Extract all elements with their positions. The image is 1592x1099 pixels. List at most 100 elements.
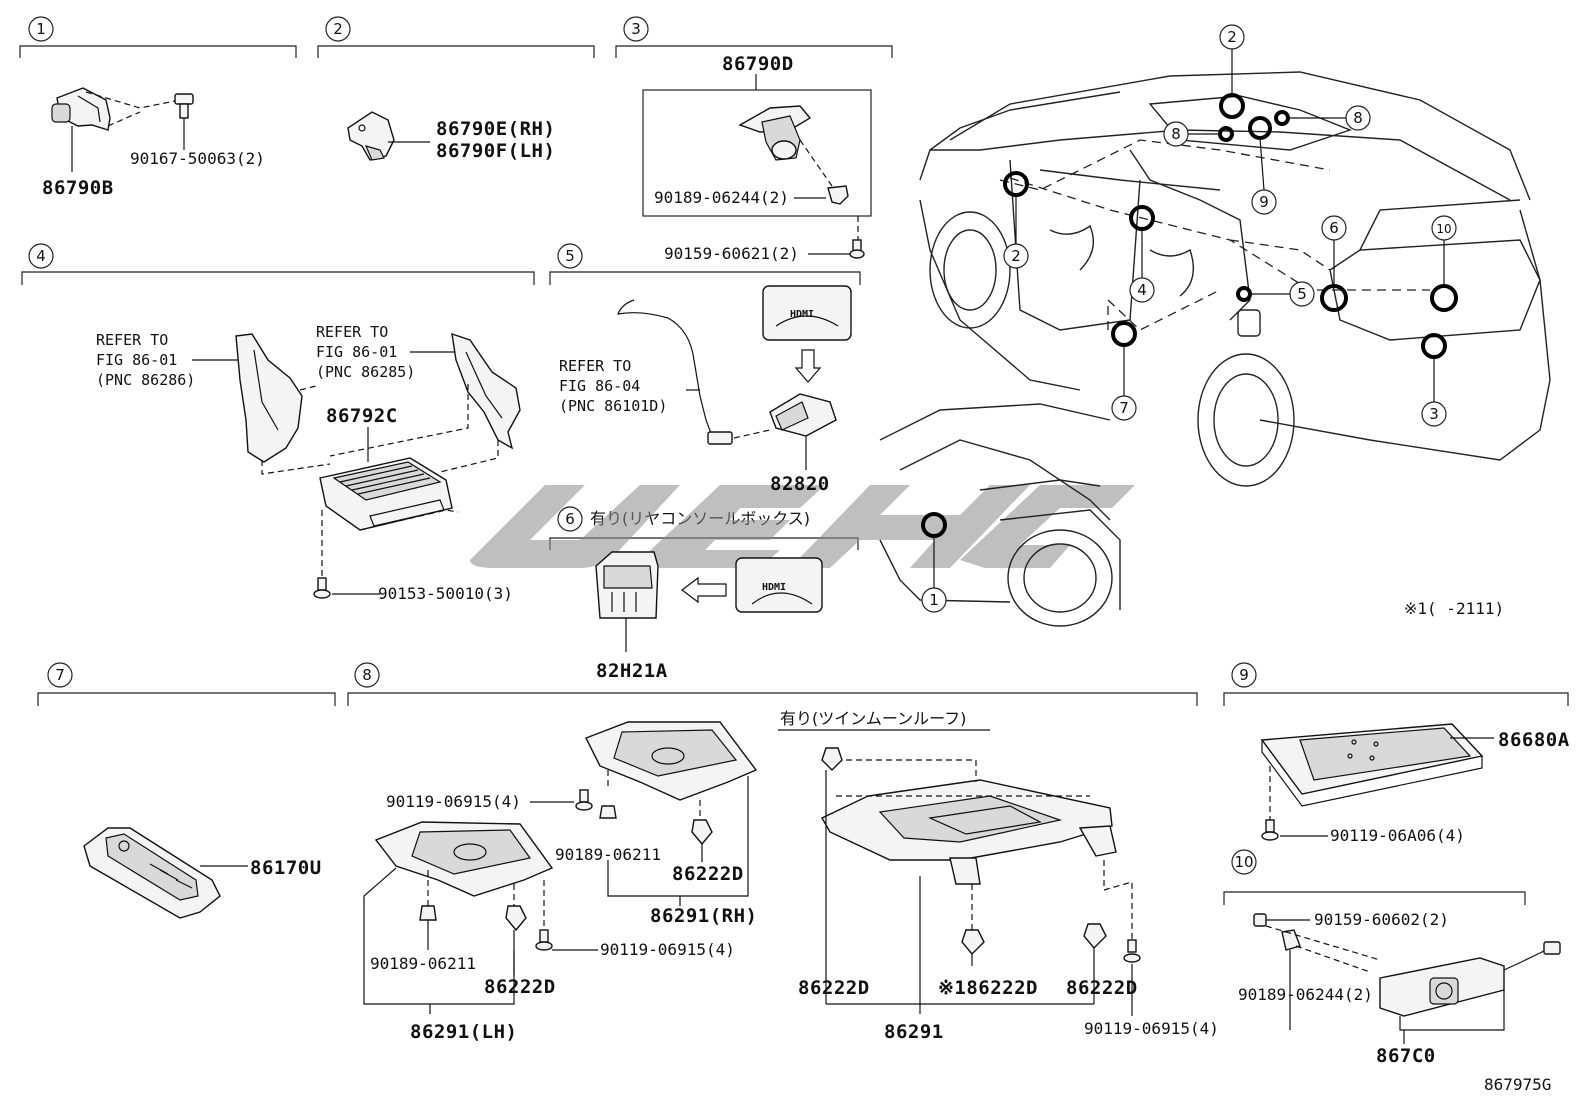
s8-rh-clip [599, 805, 617, 819]
svg-text:6: 6 [565, 510, 575, 528]
s8-rh-bolt [530, 789, 593, 811]
section-7-header: 7 [37, 662, 336, 706]
svg-text:7: 7 [1119, 399, 1129, 417]
svg-text:2: 2 [1011, 247, 1021, 265]
s2-lh-label: 86790F(LH) [436, 140, 555, 162]
s10-screw [1265, 925, 1381, 1030]
s4-ref-right-line1: REFER TO [316, 323, 388, 341]
s8-lh-clip-label: 90189-06211 [370, 954, 476, 973]
s5-ref-line2: FIG 86-04 [559, 377, 640, 395]
svg-text:5: 5 [565, 247, 575, 265]
section-3-header: 3 [615, 16, 893, 58]
locator-rings [921, 93, 1458, 538]
s8-moonroof-fastener-c [1083, 923, 1107, 1004]
s6-hdmi-logo: HDMI [762, 582, 786, 593]
s8-lh-fastener-label: 86222D [484, 976, 556, 998]
s3-screw-label: 90189-06244(2) [654, 188, 789, 207]
s9-part-label: 86680A [1498, 729, 1570, 751]
s8-rh-bolt-label: 90119-06915(4) [386, 792, 521, 811]
s10-bolt-label: 90159-60602(2) [1314, 910, 1449, 929]
s8-rh-fastener [691, 819, 713, 862]
s8-lh-bolt-label: 90119-06915(4) [600, 940, 735, 959]
drawing-id: 867975G [1484, 1075, 1551, 1094]
s10-part-label: 867C0 [1376, 1045, 1436, 1067]
svg-text:2: 2 [333, 20, 343, 38]
s10-screw-label: 90189-06244(2) [1238, 985, 1373, 1004]
svg-text:3: 3 [1429, 405, 1439, 423]
s8-rh-fastener-label: 86222D [672, 863, 744, 885]
s2-rh-label: 86790E(RH) [436, 118, 555, 140]
s2-bracket [347, 111, 430, 161]
s5-cable [617, 299, 771, 445]
s4-left-bracket [235, 333, 331, 475]
s5-arrow-down [794, 349, 822, 383]
svg-text:8: 8 [1171, 125, 1181, 143]
svg-text:4: 4 [1137, 281, 1147, 299]
svg-text:3: 3 [631, 20, 641, 38]
s9-bolt-label: 90119-06A06(4) [1330, 826, 1465, 845]
s5-ref-line1: REFER TO [559, 357, 631, 375]
svg-text:9: 9 [1239, 666, 1249, 684]
svg-text:7: 7 [55, 666, 65, 684]
svg-text:1: 1 [929, 591, 939, 609]
svg-text:8: 8 [1353, 109, 1363, 127]
svg-text:10: 10 [1436, 222, 1451, 236]
s3-bolt [808, 216, 865, 259]
section-10-header: 10 [1223, 849, 1526, 905]
vehicle-callouts: 2 2 3 4 5 6 7 8 8 9 10 1 [921, 24, 1457, 613]
s5-hdmi-connector-82820 [769, 393, 837, 470]
s10-bolt [1253, 913, 1310, 927]
s4-bolt-label: 90153-50010(3) [378, 584, 513, 603]
s1-bracket-86790B [51, 87, 181, 172]
s8-moonroof-fastener-a [821, 747, 843, 1004]
watermark [470, 485, 1135, 568]
section-4-header: 4 [21, 243, 535, 285]
svg-text:5: 5 [1297, 285, 1307, 303]
section-5-header: 5 [549, 243, 861, 285]
s8-note: 有り(ツインムーンルーフ) [780, 709, 966, 728]
s4-part-label: 86792C [326, 405, 398, 427]
s8-moonroof-fastener-c-label: 86222D [1066, 977, 1138, 999]
s8-rh-clip-label: 90189-06211 [555, 845, 661, 864]
section-9-header: 9 [1223, 662, 1569, 706]
vehicle-rear-view [919, 71, 1551, 487]
s10-camera-867C0 [1379, 941, 1561, 1044]
svg-text:10: 10 [1234, 853, 1253, 871]
s6-arrow-left [681, 576, 727, 604]
s1-bolt-label: 90167-50063(2) [130, 149, 265, 168]
s1-part-label: 86790B [42, 177, 114, 199]
s8-moonroof-fastener-b [961, 929, 985, 966]
s4-ref-left-line1: REFER TO [96, 331, 168, 349]
s8-rh-tray [585, 721, 758, 906]
s1-bolt [174, 93, 194, 150]
s8-lh-tray [363, 821, 554, 1014]
s4-bolt [313, 577, 380, 599]
s4-ref-right-line2: FIG 86-01 [316, 343, 397, 361]
s5-hdmi-logo: HDMI [790, 309, 814, 320]
s8-moonroof-fastener-a-label: 86222D [798, 977, 870, 999]
s8-moonroof-part-label: 86291 [884, 1021, 944, 1043]
s9-bolt [1261, 819, 1328, 841]
s6-part-label: 82H21A [596, 660, 668, 682]
s3-light-assembly [738, 105, 833, 187]
s9-unit-86680A [1260, 723, 1494, 820]
s4-ref-right-line3: (PNC 86285) [316, 363, 415, 381]
s3-part-label: 86790D [722, 53, 794, 75]
s4-ref-left-line2: FIG 86-01 [96, 351, 177, 369]
svg-text:1: 1 [36, 20, 46, 38]
s6-hdmi-port-view: HDMI [735, 557, 823, 613]
section-8-header: 8 [347, 662, 1198, 706]
s8-moonroof-bolt [1123, 939, 1141, 1016]
s7-part-label: 86170U [250, 857, 322, 879]
footnote: ※1( -2111) [1404, 599, 1504, 618]
s8-moonroof-fastener-b-label: ※186222D [938, 977, 1038, 999]
s5-part-label: 82820 [770, 473, 830, 495]
s8-rh-part-label: 86291(RH) [650, 905, 757, 927]
svg-text:2: 2 [1227, 28, 1237, 46]
s7-remote-86170U [83, 827, 248, 919]
s6-console-port [595, 551, 659, 652]
s3-screw [794, 185, 849, 205]
s4-right-bracket [329, 332, 521, 473]
s8-lh-fastener [505, 905, 527, 975]
